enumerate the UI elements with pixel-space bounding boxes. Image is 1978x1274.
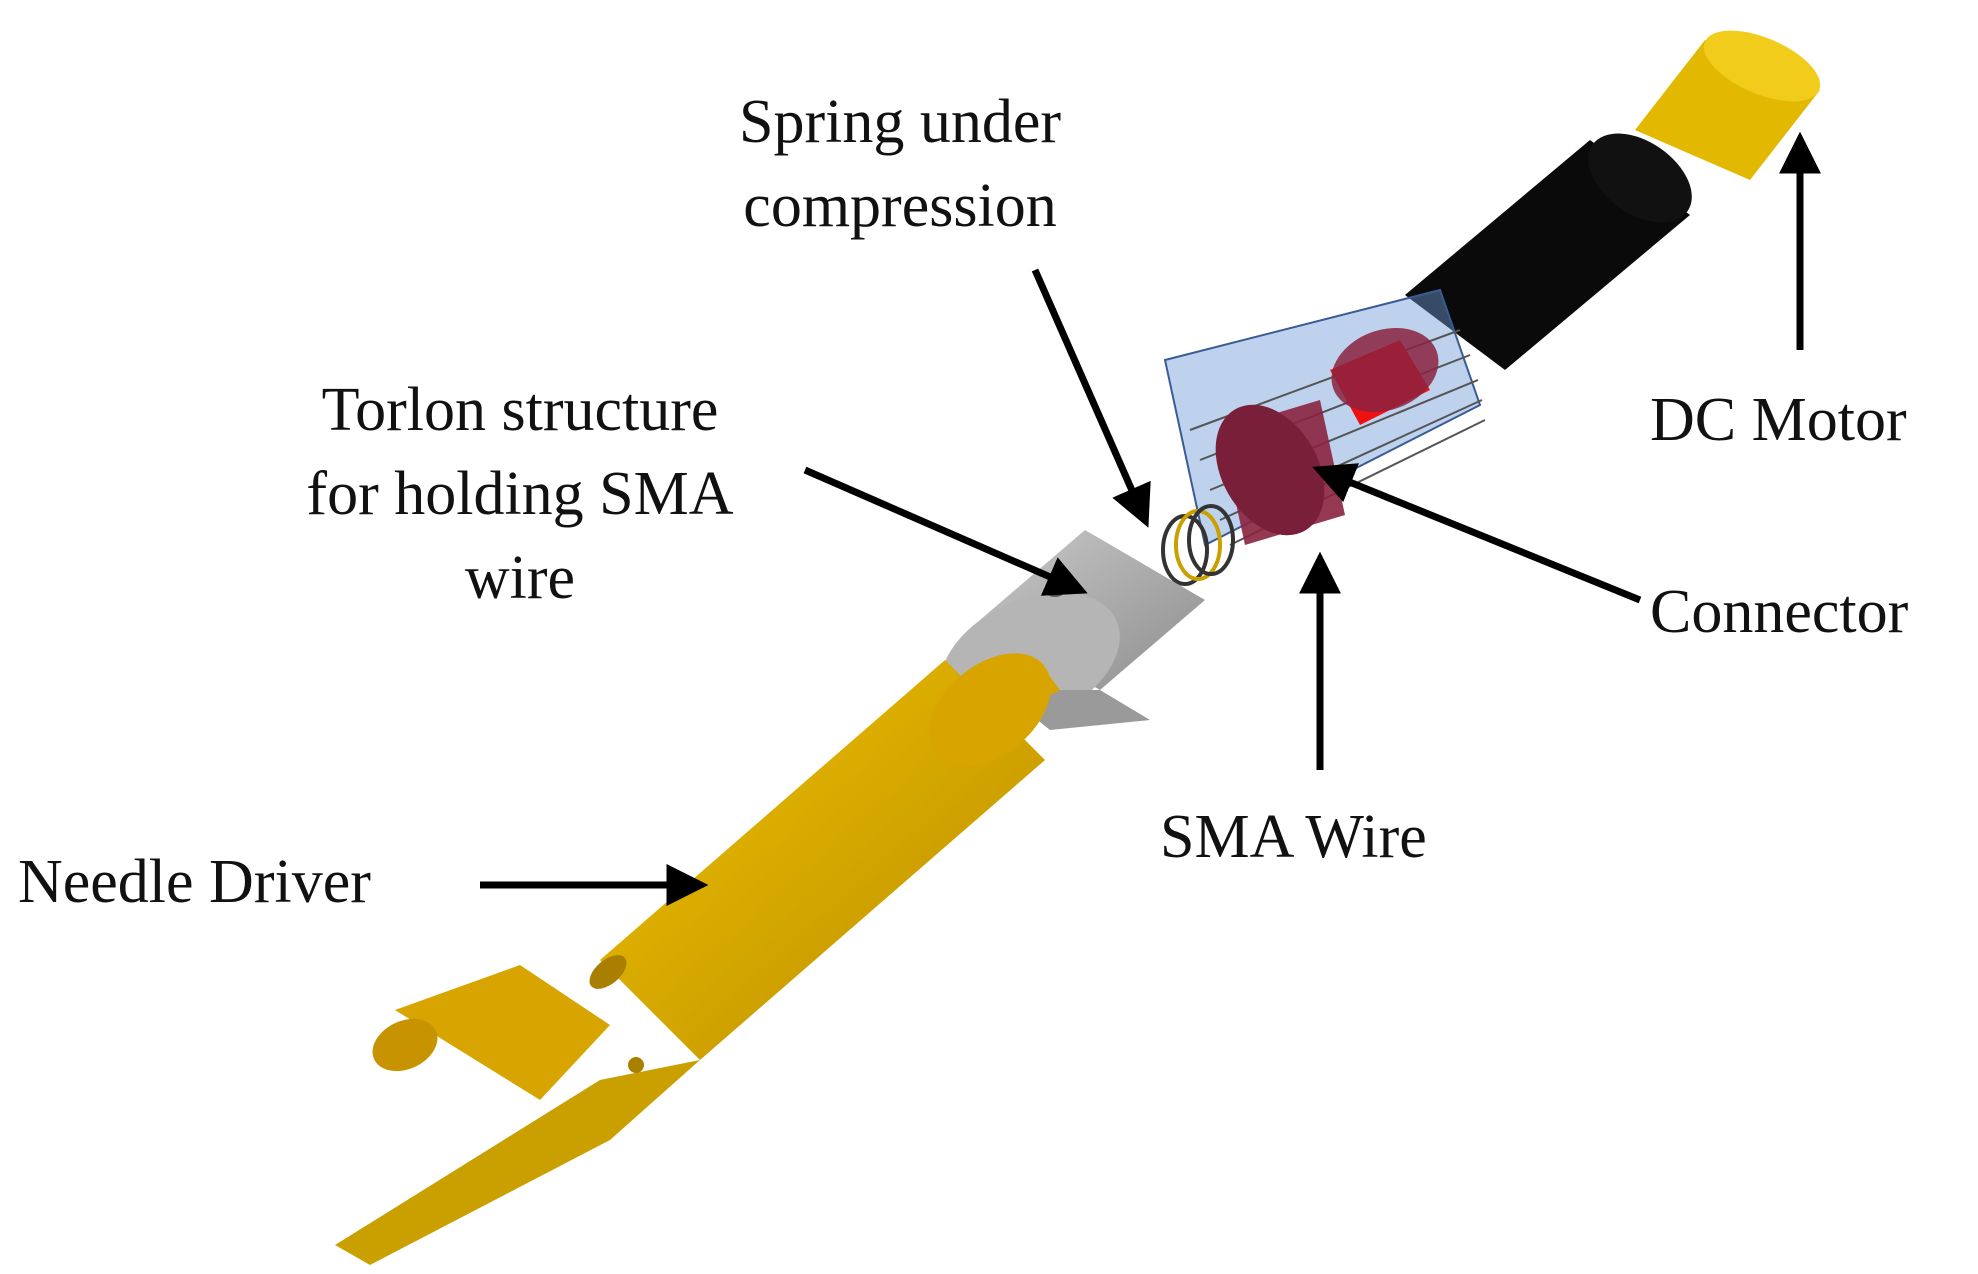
arrow-spring [1031, 268, 1151, 528]
label-line: compression [743, 172, 1057, 240]
label-connector: Connector [1650, 578, 1909, 646]
dc-motor-body [1405, 133, 1692, 370]
arrows [480, 131, 1821, 906]
label-line: wire [464, 544, 576, 612]
label-line: Torlon structure [321, 376, 719, 444]
label-spring-under-compression: Spring under compression [640, 80, 1160, 248]
label-line: Spring under [738, 88, 1062, 156]
arrow-connector [1312, 463, 1642, 604]
label-dc-motor: DC Motor [1650, 386, 1907, 454]
needle-driver [335, 653, 1051, 1265]
spring [1161, 504, 1235, 586]
connector-part [1215, 327, 1439, 545]
dc-motor-shaft [1635, 30, 1821, 180]
label-sma-wire: SMA Wire [1160, 803, 1427, 871]
label-torlon-structure: Torlon structure for holding SMA wire [220, 368, 820, 620]
arrow-torlon [803, 466, 1088, 596]
label-line: for holding SMA [306, 460, 734, 528]
label-needle-driver: Needle Driver [18, 848, 371, 916]
